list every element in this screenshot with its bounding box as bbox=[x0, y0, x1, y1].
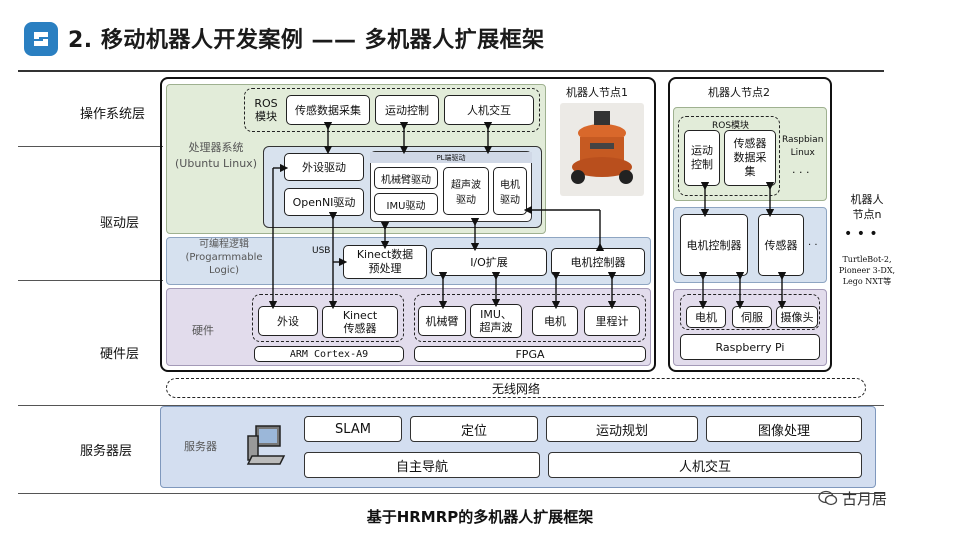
arm-cortex-label: ARM Cortex-A9 bbox=[254, 346, 404, 362]
usb-label: USB bbox=[312, 246, 330, 256]
node1-title: 机器人节点1 bbox=[566, 84, 628, 100]
ros-hmi-box: 人机交互 bbox=[444, 95, 534, 125]
watermark-text: 古月居 bbox=[842, 488, 887, 509]
node2-motor-box: 电机 bbox=[686, 306, 726, 328]
ros-motion-control-box: 运动控制 bbox=[375, 95, 439, 125]
ultrasonic-driver-box: 超声波 驱动 bbox=[443, 167, 489, 215]
processor-system-label: 处理器系统 (Ubuntu Linux) bbox=[170, 140, 262, 172]
node2-title: 机器人节点2 bbox=[708, 84, 770, 100]
localization-box: 定位 bbox=[410, 416, 538, 442]
image-processing-box: 图像处理 bbox=[706, 416, 862, 442]
layer-separator bbox=[18, 280, 163, 281]
robot-arm-box: 机械臂 bbox=[418, 306, 466, 336]
motor-controller-box: 电机控制器 bbox=[551, 248, 645, 276]
raspberry-pi-box: Raspberry Pi bbox=[680, 334, 820, 360]
io-expansion-box: I/O扩展 bbox=[431, 248, 547, 276]
node2-driver-dots: · · bbox=[808, 240, 818, 251]
node2-sensor-box: 传感器 bbox=[758, 214, 804, 276]
brand-logo-icon bbox=[24, 22, 58, 56]
node2-motion-control-box: 运动 控制 bbox=[684, 130, 720, 186]
figure-caption: 基于HRMRP的多机器人扩展框架 bbox=[180, 506, 780, 527]
noden-examples: TurtleBot-2, Pioneer 3-DX, Lego NXT等 bbox=[834, 254, 900, 287]
layer-separator bbox=[18, 493, 884, 494]
human-robot-interaction-box: 人机交互 bbox=[548, 452, 862, 478]
ros-sensor-acquisition-box: 传感数据采集 bbox=[286, 95, 370, 125]
header-divider bbox=[18, 70, 884, 72]
programmable-logic-label: 可编程逻辑 (Progarmmable Logic) bbox=[176, 238, 272, 277]
kinect-sensor-box: Kinect 传感器 bbox=[322, 306, 398, 338]
noden-dots: • • • bbox=[844, 226, 878, 242]
peripheral-driver-box: 外设驱动 bbox=[284, 153, 364, 181]
layer-label-os: 操作系统层 bbox=[80, 103, 145, 122]
computer-icon bbox=[242, 422, 290, 470]
arm-driver-box: 机械臂驱动 bbox=[374, 167, 438, 189]
node2-os-dots: · · · bbox=[792, 166, 809, 179]
node2-servo-box: 伺服 bbox=[732, 306, 772, 328]
imu-ultrasonic-box: IMU、 超声波 bbox=[470, 304, 522, 338]
slam-box: SLAM bbox=[304, 416, 402, 442]
layer-label-hardware: 硬件层 bbox=[100, 343, 139, 362]
odometer-box: 里程计 bbox=[584, 306, 640, 336]
autonomous-navigation-box: 自主导航 bbox=[304, 452, 540, 478]
pl-driver-title: PL端驱动 bbox=[370, 152, 532, 163]
layer-label-driver: 驱动层 bbox=[100, 212, 139, 231]
page-title: 2. 移动机器人开发案例 —— 多机器人扩展框架 bbox=[68, 22, 545, 54]
server-label: 服务器 bbox=[184, 438, 217, 454]
kinect-preprocess-box: Kinect数据 预处理 bbox=[343, 245, 427, 279]
motor-box: 电机 bbox=[532, 306, 578, 336]
node2-motor-controller-box: 电机控制器 bbox=[680, 214, 748, 276]
wechat-icon bbox=[818, 490, 838, 506]
openni-driver-box: OpenNI驱动 bbox=[284, 188, 364, 216]
node2-camera-box: 摄像头 bbox=[776, 306, 818, 328]
imu-driver-box: IMU驱动 bbox=[374, 193, 438, 215]
peripheral-hw-box: 外设 bbox=[258, 306, 318, 336]
layer-separator bbox=[18, 146, 163, 147]
fpga-label: FPGA bbox=[414, 346, 646, 362]
motor-driver-box: 电机 驱动 bbox=[493, 167, 527, 215]
ros-label: ROS 模块 bbox=[248, 92, 284, 128]
hardware-label: 硬件 bbox=[192, 322, 214, 338]
noden-title: 机器人 节点n bbox=[842, 192, 892, 222]
robot-photo bbox=[560, 103, 644, 196]
motion-planning-box: 运动规划 bbox=[546, 416, 698, 442]
raspbian-label: Raspbian Linux bbox=[782, 134, 823, 160]
layer-label-server: 服务器层 bbox=[80, 440, 132, 459]
node2-sensor-acquisition-box: 传感器 数据采 集 bbox=[724, 130, 776, 186]
wireless-network-label: 无线网络 bbox=[166, 378, 866, 398]
